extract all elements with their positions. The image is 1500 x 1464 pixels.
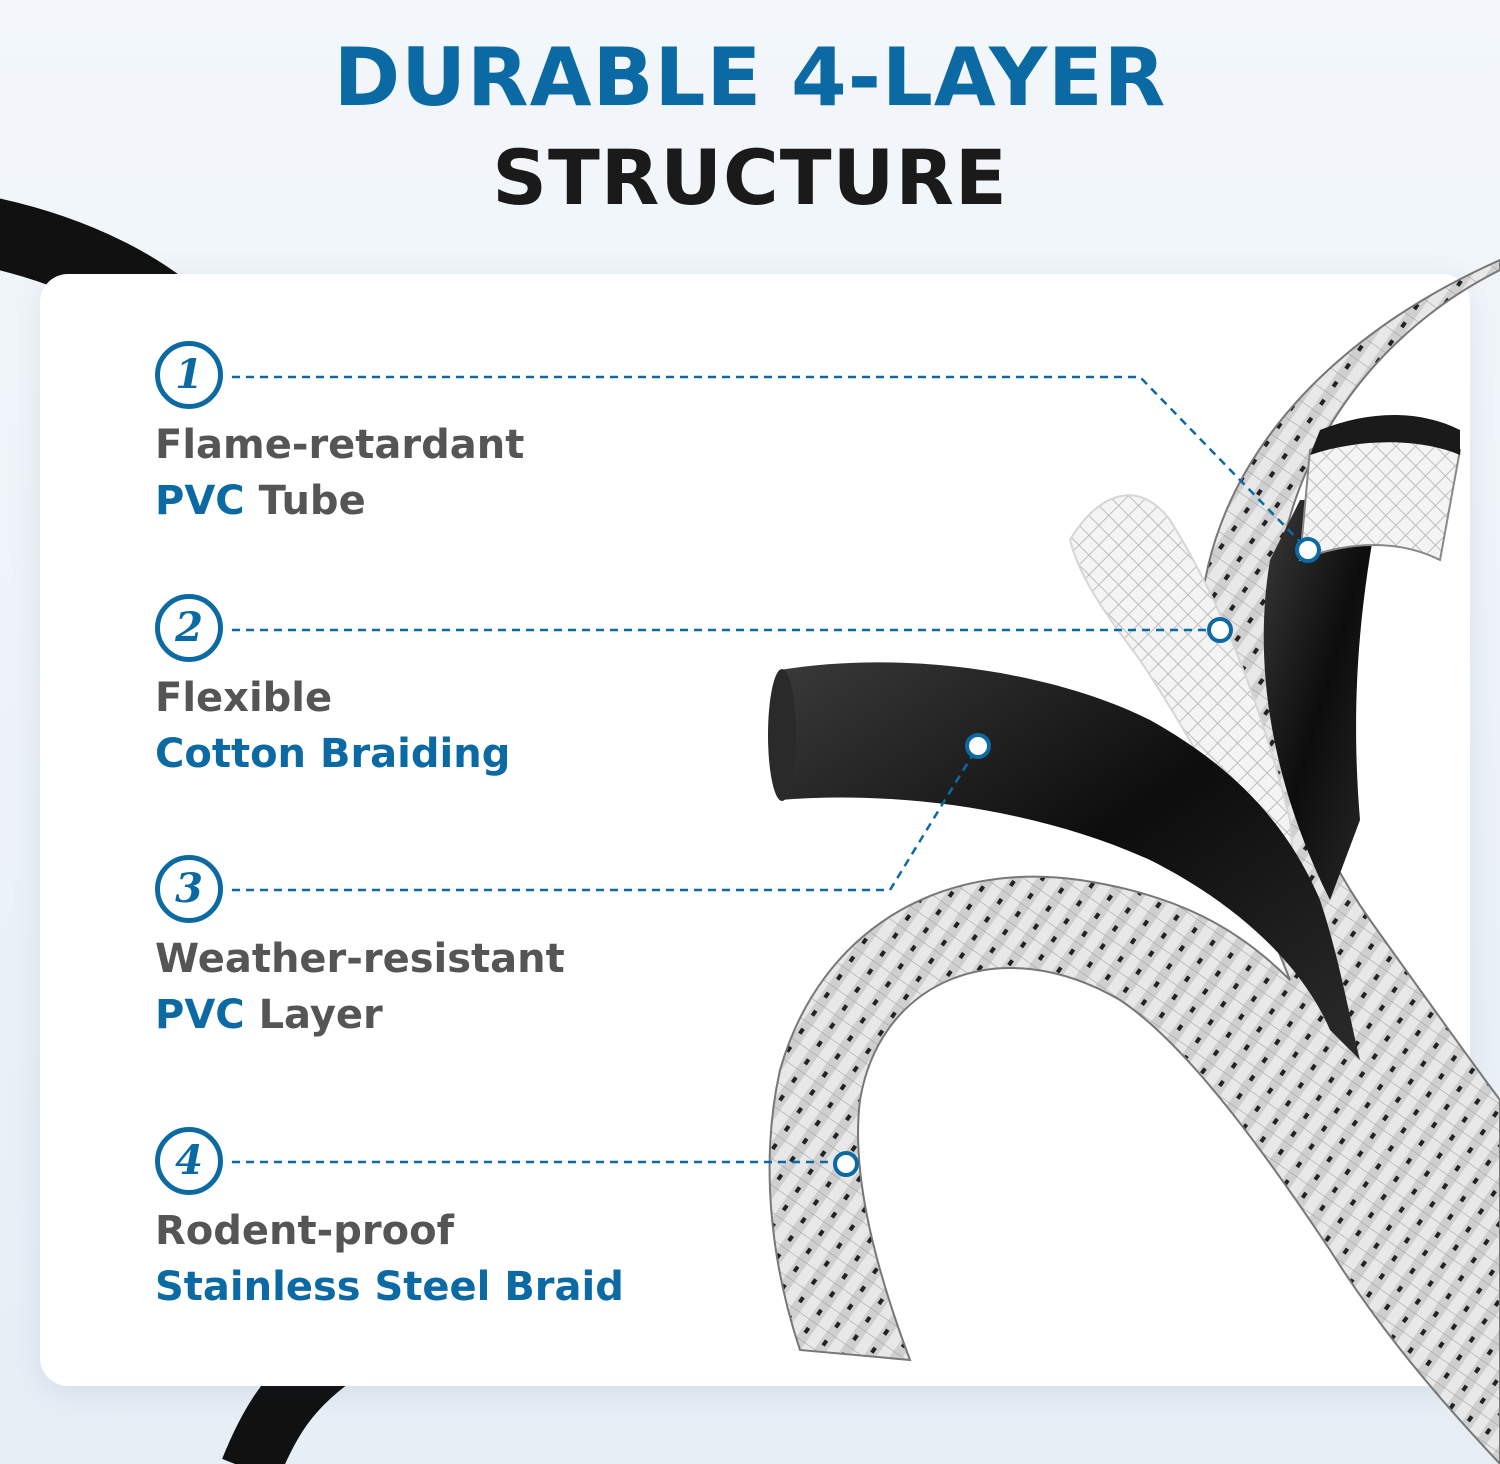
headline: DURABLE 4-LAYER STRUCTURE <box>0 28 1500 228</box>
number-badge-4: 4 <box>155 1127 223 1195</box>
layer-3-line-2: PVC Layer <box>155 987 565 1043</box>
layer-3-line-1: Weather-resistant <box>155 936 565 982</box>
layer-4-line-1: Rodent-proof <box>155 1208 454 1254</box>
layer-3-highlight: PVC <box>155 992 245 1038</box>
layer-1-line-2: PVC Tube <box>155 473 524 529</box>
layer-4-line-2: Stainless Steel Braid <box>155 1259 624 1315</box>
layer-4-highlight: Stainless Steel Braid <box>155 1264 624 1310</box>
layer-1-highlight: PVC <box>155 478 245 524</box>
layer-2-highlight: Cotton Braiding <box>155 731 511 777</box>
number-badge-3: 3 <box>155 855 223 923</box>
layer-item-1: 1 Flame-retardant PVC Tube <box>155 341 524 529</box>
layer-item-3: 3 Weather-resistant PVC Layer <box>155 855 565 1043</box>
layer-2-line-2: Cotton Braiding <box>155 726 510 782</box>
layer-1-line-1: Flame-retardant <box>155 422 525 468</box>
layer-1-suffix: Tube <box>244 478 366 524</box>
headline-line-1: DURABLE 4-LAYER <box>333 31 1167 124</box>
layer-3-suffix: Layer <box>244 992 383 1038</box>
layer-2-line-1: Flexible <box>155 675 333 721</box>
layer-item-4: 4 Rodent-proof Stainless Steel Braid <box>155 1127 624 1315</box>
headline-line-2: STRUCTURE <box>492 133 1008 222</box>
layer-item-2: 2 Flexible Cotton Braiding <box>155 594 510 782</box>
number-badge-1: 1 <box>155 341 223 409</box>
number-badge-2: 2 <box>155 594 223 662</box>
